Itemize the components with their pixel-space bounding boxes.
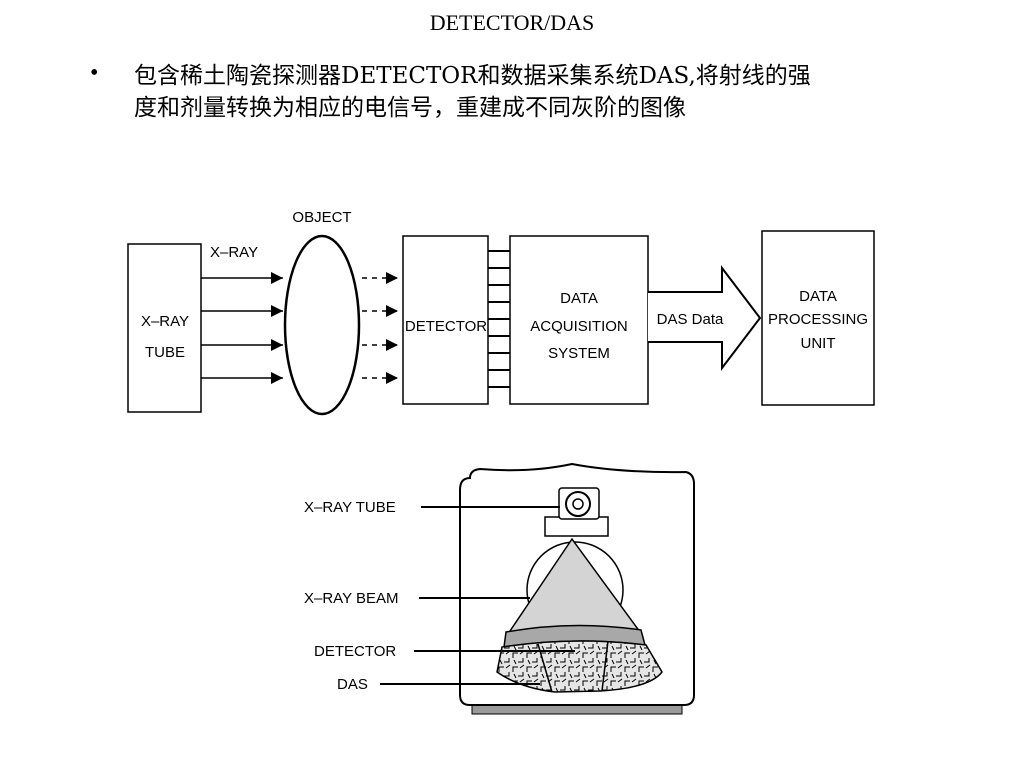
gantry-illustration: X–RAY TUBE X–RAY BEAM DETECTOR DAS (304, 462, 695, 715)
gantry-base (471, 704, 683, 715)
processing-unit-box (761, 230, 875, 406)
bullet-text: 包含稀土陶瓷探测器DETECTOR和数据采集系统DAS,将射线的强 度和剂量转换… (134, 60, 954, 124)
attenuated-rays (362, 272, 398, 384)
object-label: OBJECT (292, 209, 351, 226)
bullet-line-1: 包含稀土陶瓷探测器DETECTOR和数据采集系统DAS,将射线的强 (134, 63, 811, 89)
gantry-label-tube: X–RAY TUBE (304, 499, 396, 516)
das-data-arrow (648, 265, 762, 371)
das-blocks (496, 640, 663, 693)
xray-label: X–RAY (210, 244, 258, 261)
processing-label-3: UNIT (801, 335, 836, 352)
das-label-2: ACQUISITION (530, 318, 628, 335)
detector-box (402, 235, 489, 405)
detector-label: DETECTOR (405, 318, 487, 335)
object-ellipse (283, 234, 361, 416)
detector-das-connectors (488, 250, 510, 388)
das-label-3: SYSTEM (548, 345, 610, 362)
xray-arrows (201, 272, 283, 384)
processing-label-1: DATA (799, 288, 837, 305)
das-label-1: DATA (560, 290, 598, 307)
das-box (509, 235, 649, 405)
slide-title: DETECTOR/DAS (429, 10, 595, 35)
das-data-label: DAS Data (657, 311, 724, 328)
xray-tube-label-2: TUBE (145, 344, 185, 361)
gantry-label-detector: DETECTOR (314, 643, 396, 660)
xray-tube-box (127, 243, 202, 413)
bullet-line-2: 度和剂量转换为相应的电信号，重建成不同灰阶的图像 (134, 95, 686, 121)
tube-mount (544, 516, 609, 537)
gantry-label-das: DAS (337, 676, 368, 693)
tube-focal-spot-icon (572, 498, 584, 510)
gantry-label-beam: X–RAY BEAM (304, 590, 398, 607)
processing-label-2: PROCESSING (768, 311, 868, 328)
das-divider-2 (601, 640, 609, 692)
bullet-dot-icon: • (90, 60, 99, 86)
xray-tube-label-1: X–RAY (141, 313, 189, 330)
